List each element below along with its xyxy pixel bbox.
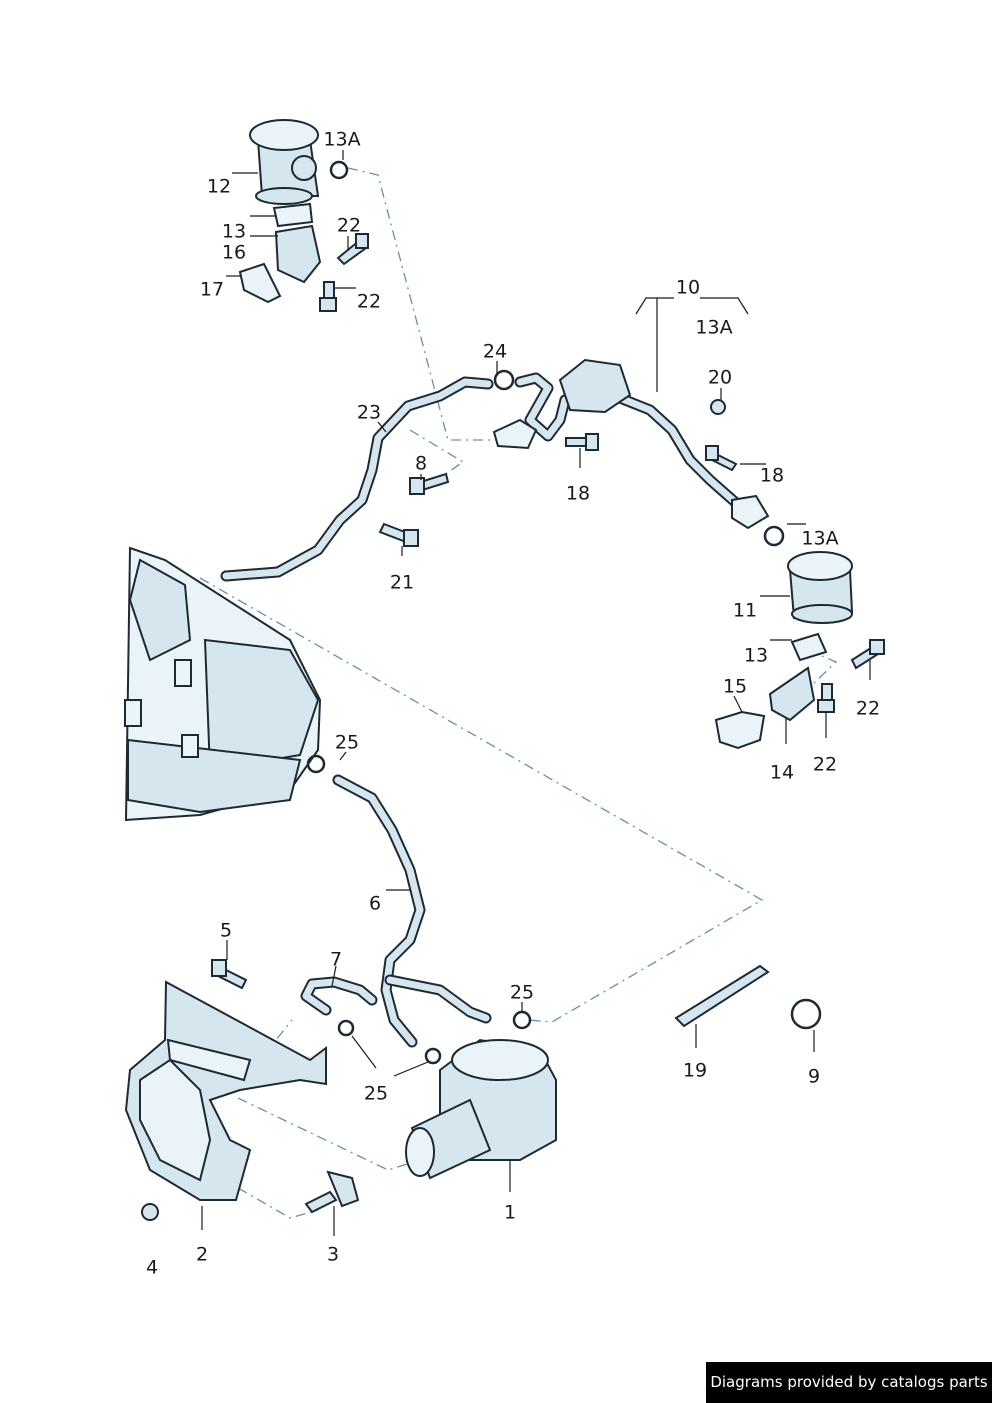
callout-10: 10 [675,276,701,299]
callout-15: 15 [722,675,748,698]
callout-18-a: 18 [565,482,591,505]
callout-7: 7 [329,948,343,971]
callout-13a-mid: 13A [695,316,733,339]
callout-13-right: 13 [743,644,769,667]
tube-assembly [492,358,770,530]
o-ring-25-left [337,1019,355,1037]
callout-4: 4 [145,1256,159,1279]
callout-1: 1 [503,1201,517,1224]
callout-23: 23 [356,401,382,424]
callout-25-top: 25 [334,731,360,754]
leader-lines [201,150,871,1236]
callout-18-b: 18 [759,464,785,487]
hose-short [300,976,378,1016]
callout-6: 6 [368,892,382,915]
callout-25-right: 25 [509,981,535,1004]
combi-valve-top [238,119,322,304]
callout-22-d: 22 [812,753,838,776]
callout-25-bottom: 25 [363,1082,389,1105]
callout-16: 16 [221,241,247,264]
callout-13-top: 13 [221,220,247,243]
callout-22-c: 22 [855,697,881,720]
callout-11: 11 [732,599,758,622]
bracket [124,980,327,1201]
callout-8: 8 [414,452,428,475]
callout-5: 5 [219,919,233,942]
callout-9: 9 [807,1065,821,1088]
o-ring-25-top [306,754,326,774]
hose-pressure [332,774,492,1048]
callout-22-b: 22 [356,290,382,313]
intake-manifold [124,546,322,822]
o-ring-25-right [512,1010,532,1030]
o-ring-25-lower [424,1047,442,1065]
air-pump [405,1038,557,1180]
callout-3: 3 [326,1243,340,1266]
clamp-9 [790,998,822,1030]
small-parts-bottom [141,959,360,1221]
callout-13a-top: 13A [323,128,361,151]
bolts-top [319,233,369,312]
callout-2: 2 [195,1243,209,1266]
combi-valve-right [714,551,854,750]
bolts-middle [378,399,738,547]
callout-13a-right: 13A [801,527,839,550]
callout-21: 21 [389,571,415,594]
hose-clamp-24 [493,369,515,391]
callout-17: 17 [199,278,225,301]
callout-24: 24 [482,340,508,363]
callout-20: 20 [707,366,733,389]
credit-banner: Diagrams provided by catalogs parts [706,1362,992,1403]
callout-14: 14 [769,761,795,784]
callout-22-a: 22 [336,214,362,237]
o-ring-top [329,160,349,180]
o-ring-right [763,525,785,547]
strip-19 [674,964,770,1028]
callout-12: 12 [206,175,232,198]
callout-19: 19 [682,1059,708,1082]
hose-upper [220,376,494,582]
